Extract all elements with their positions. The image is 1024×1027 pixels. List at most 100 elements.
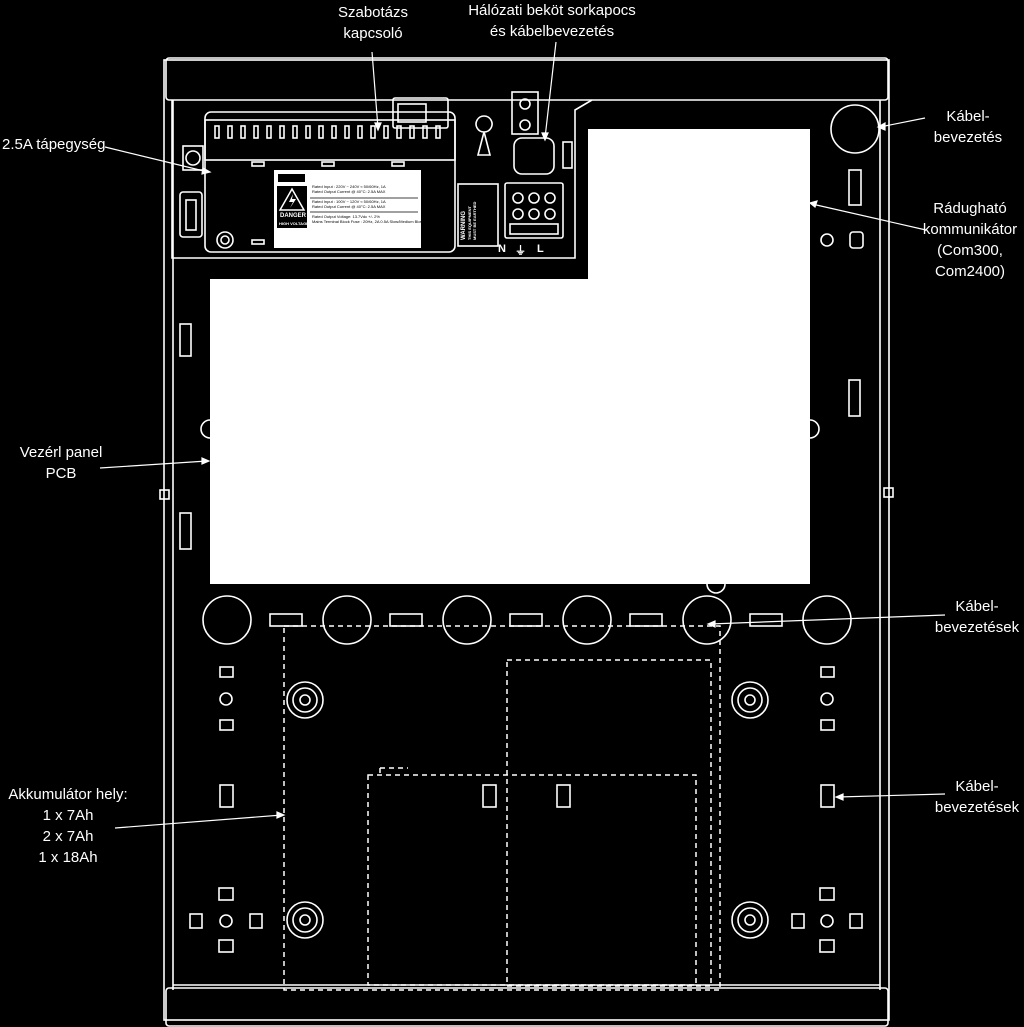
warning-line: MUST BE EARTHED [472, 201, 477, 240]
small-hole-right [820, 233, 834, 247]
warning-text: WARNING THIS EQUIPMENT MUST BE EARTHED [461, 184, 477, 240]
slot-left-b [179, 512, 192, 550]
label-line: Akkumulátor hely: [8, 786, 128, 803]
slot-right-upper [848, 169, 862, 206]
heatsink-fins [214, 125, 441, 139]
rating-line: Rated Input : 220V ~ 240V ≈ 50/60Hz, 1A [312, 184, 386, 189]
rating-line: Rated Input : 100V ~ 120V ≈ 50/60Hz, 1A [312, 199, 386, 204]
leader-mains [544, 41, 557, 139]
label-mains: Hálózati beköt sorkapocs és kábelbevezet… [452, 0, 652, 42]
psu-mount-hole [216, 231, 234, 249]
leader-cable-mid [709, 614, 946, 625]
rating-line: Rated Output Current @ 40°C: 2.5A MAX [312, 204, 386, 209]
label-psu: 2.5A tápegység [2, 134, 105, 155]
label-line: kommunikátor [922, 221, 1018, 238]
side-knockouts-right [820, 666, 835, 808]
standoff-lower-right [731, 901, 769, 939]
label-line: bevezetés [933, 129, 1003, 146]
danger-triangle-icon [278, 187, 306, 211]
label-line: Com2400) [934, 263, 1006, 280]
rating-line: Rated Output Current @ 40°C: 2.5A MAX [312, 189, 386, 194]
danger-label: DANGER [280, 213, 307, 219]
label-cable-entries-mid: Kábel- bevezetések [930, 596, 1024, 638]
leader-cable-low [837, 793, 946, 798]
pcb-mount-bottom [706, 583, 726, 594]
psu-rating-label-tab [278, 174, 305, 182]
leader-tamper [371, 51, 379, 129]
rating-line: Mains Terminal Block Fuse : 20Hz, 2A 0.5… [312, 219, 424, 224]
rating-lines: Rated Input : 220V ~ 240V ≈ 50/60Hz, 1A … [312, 184, 424, 224]
side-knockouts-left [219, 666, 234, 808]
comm-module-area [588, 129, 810, 279]
psu-mount-hole-inner [220, 235, 230, 245]
label-line: 1 x 7Ah [42, 807, 94, 824]
standoff-lower-left [286, 901, 324, 939]
warning-plate [457, 183, 499, 247]
high-voltage-label: HIGH VOLTAGE [279, 221, 309, 226]
mains-cable-entry [513, 137, 555, 175]
label-line: Szabotázs [337, 4, 409, 21]
label-pcb: Vezérl panel PCB [2, 442, 120, 484]
terminal-mark-l: L [537, 243, 544, 255]
battery-7ah-outline [367, 774, 697, 986]
psu-screw-bracket [182, 145, 204, 171]
slot-left-small [159, 489, 170, 500]
slot-right-b [848, 379, 861, 417]
psu-heatsink [204, 119, 456, 161]
label-line: kapcsoló [343, 25, 403, 42]
rating-line: Rated Output Voltage: 13.7Vdc +/- 2% [312, 214, 380, 219]
pcb-mount-left [200, 419, 211, 439]
terminal-mark-earth: ⏚ [515, 245, 526, 257]
psu-fuse [185, 199, 197, 231]
cross-mount-left [189, 887, 263, 953]
label-line: Kábel- [955, 598, 999, 615]
psu-body [204, 111, 456, 253]
lightning-icon [289, 194, 296, 208]
tamper-switch-inner [397, 103, 427, 123]
battery-area-outline [283, 625, 721, 991]
label-line: és kábelbevezetés [489, 23, 615, 40]
battery-18ah-outline [506, 659, 712, 987]
label-line: bevezetések [934, 619, 1020, 636]
label-comm: Rádugható kommunikátor (Com300, Com2400) [915, 198, 1024, 282]
label-cable-entries-low: Kábel- bevezetések [930, 776, 1024, 818]
label-line: Rádugható [933, 200, 1007, 217]
leader-comm [811, 203, 927, 231]
enclosure-outline [163, 59, 890, 1021]
label-line: Hálózati beköt sorkapocs [468, 2, 636, 19]
standoff-upper-right [731, 681, 769, 719]
label-line: Vezérl panel [19, 444, 103, 461]
label-line: 1 x 18Ah [38, 849, 98, 866]
label-line: bevezetések [934, 799, 1020, 816]
cross-mount-right [791, 887, 863, 953]
mains-terminal-block [504, 182, 564, 239]
psu-module-outline [171, 99, 593, 259]
leader-psu [104, 146, 209, 173]
pcb-area [210, 279, 810, 584]
slot-right-small [883, 487, 894, 498]
label-line: (Com300, [937, 242, 1003, 259]
label-line: 2 x 7Ah [42, 828, 94, 845]
side-slot [562, 141, 573, 169]
battery-clip-a [482, 784, 497, 808]
leader-cable-top [879, 117, 926, 128]
label-line: Kábel- [946, 108, 990, 125]
cable-entry-row [202, 595, 852, 645]
battery-clip-b [556, 784, 571, 808]
psu-fuse-holder [179, 191, 203, 238]
tamper-switch [392, 97, 449, 129]
terminal-mark-n: N [498, 243, 506, 255]
label-line: Kábel- [955, 778, 999, 795]
cable-entry-top-right [830, 104, 880, 154]
bottom-flange [165, 987, 889, 1027]
label-battery: Akkumulátor hely: 1 x 7Ah 2 x 7Ah 1 x 18… [0, 784, 136, 868]
keyhole [475, 115, 493, 156]
psu-screw [185, 150, 201, 166]
label-line: 2.5A tápegység [2, 136, 106, 153]
standoff-upper-left [286, 681, 324, 719]
slot-left-a [179, 323, 192, 357]
label-tamper: Szabotázs kapcsoló [318, 2, 428, 44]
top-flange [165, 57, 889, 101]
leader-battery [114, 814, 283, 829]
